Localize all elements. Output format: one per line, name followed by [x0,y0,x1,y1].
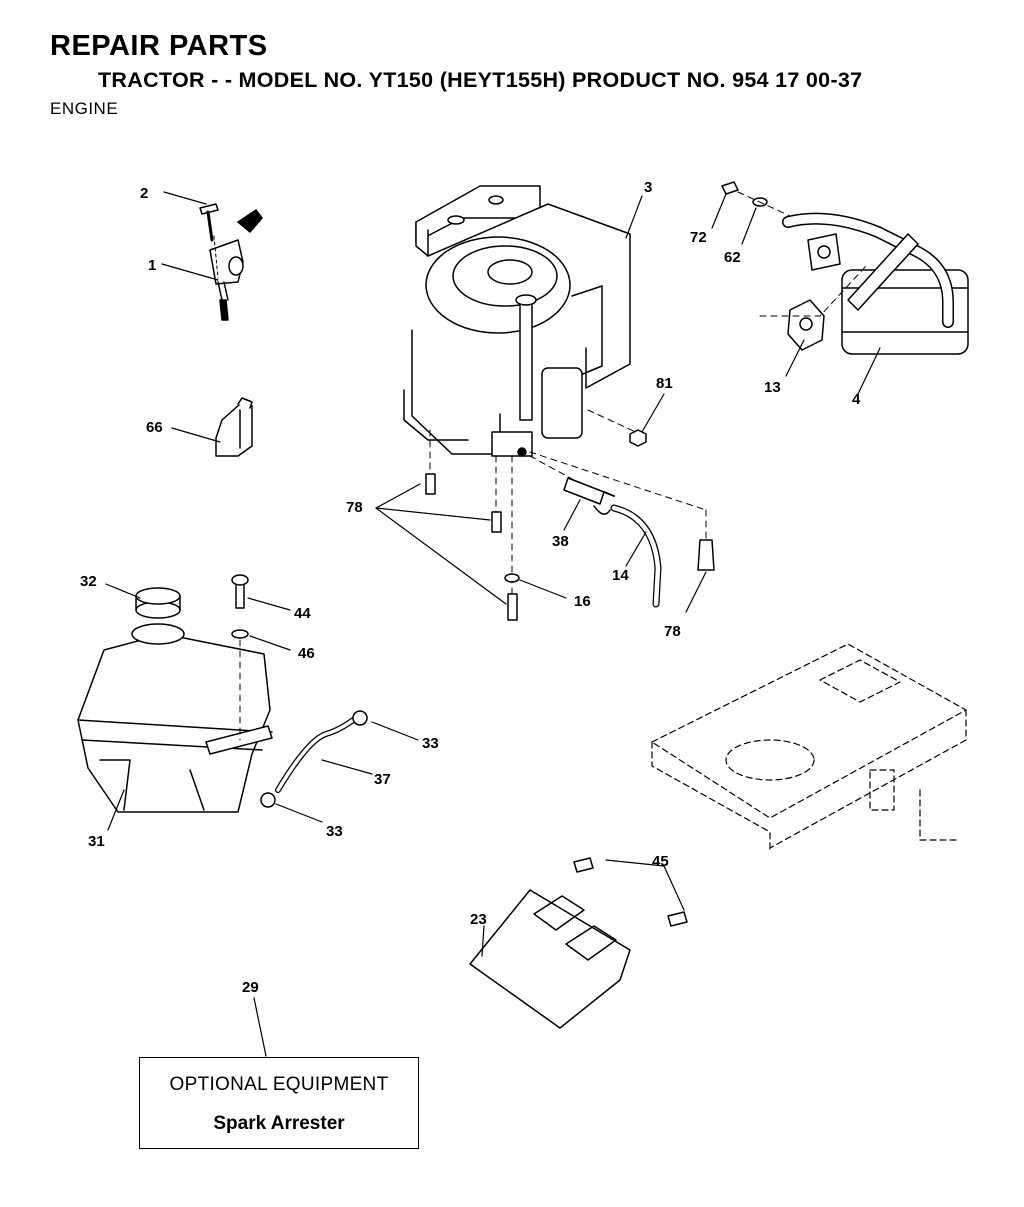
callout-16: 16 [574,593,591,610]
callout-78-right: 78 [664,623,681,640]
callout-14: 14 [612,567,629,584]
tractor-frame-outline [651,643,967,853]
callout-33-bottom: 33 [326,823,343,840]
engine-assembly-part [403,185,631,457]
callout-66: 66 [146,419,163,436]
callout-29: 29 [242,979,259,996]
callout-23: 23 [470,911,487,928]
throttle-control-part [199,203,263,321]
spark-arrester-label: Spark Arrester [213,1113,345,1134]
callout-1: 1 [148,257,156,274]
optional-equipment-title: OPTIONAL EQUIPMENT [169,1074,389,1095]
callout-72: 72 [690,229,707,246]
section-label: ENGINE [50,99,119,118]
callout-81: 81 [656,375,673,392]
callout-38: 38 [552,533,569,550]
fuel-tank-part [77,623,273,813]
callout-78: 78 [346,499,363,516]
callout-4: 4 [852,391,861,408]
optional-equipment-box: OPTIONAL EQUIPMENT Spark Arrester [139,1057,419,1149]
bracket-clip-part [215,397,253,457]
engine-bolt-part [425,473,715,621]
model-subtitle: TRACTOR - - MODEL NO. YT150 (HEYT155H) P… [98,68,863,92]
callout-37: 37 [374,771,391,788]
callout-45: 45 [652,853,669,870]
callout-44: 44 [294,605,311,622]
callout-62: 62 [724,249,741,266]
heat-shield-bolt-part [573,857,688,927]
callout-2: 2 [140,185,148,202]
callout-31: 31 [88,833,105,850]
muffler-part [782,212,969,355]
callout-33-top: 33 [422,735,439,752]
fuel-filter-part [563,477,615,515]
exhaust-gasket-part [787,299,825,351]
callout-46: 46 [298,645,315,662]
callout-13: 13 [764,379,781,396]
page-title: REPAIR PARTS [50,30,268,62]
callout-32: 32 [80,573,97,590]
callout-3: 3 [644,179,652,196]
fuel-cap-part [135,587,181,619]
heat-shield-part [469,889,631,1029]
